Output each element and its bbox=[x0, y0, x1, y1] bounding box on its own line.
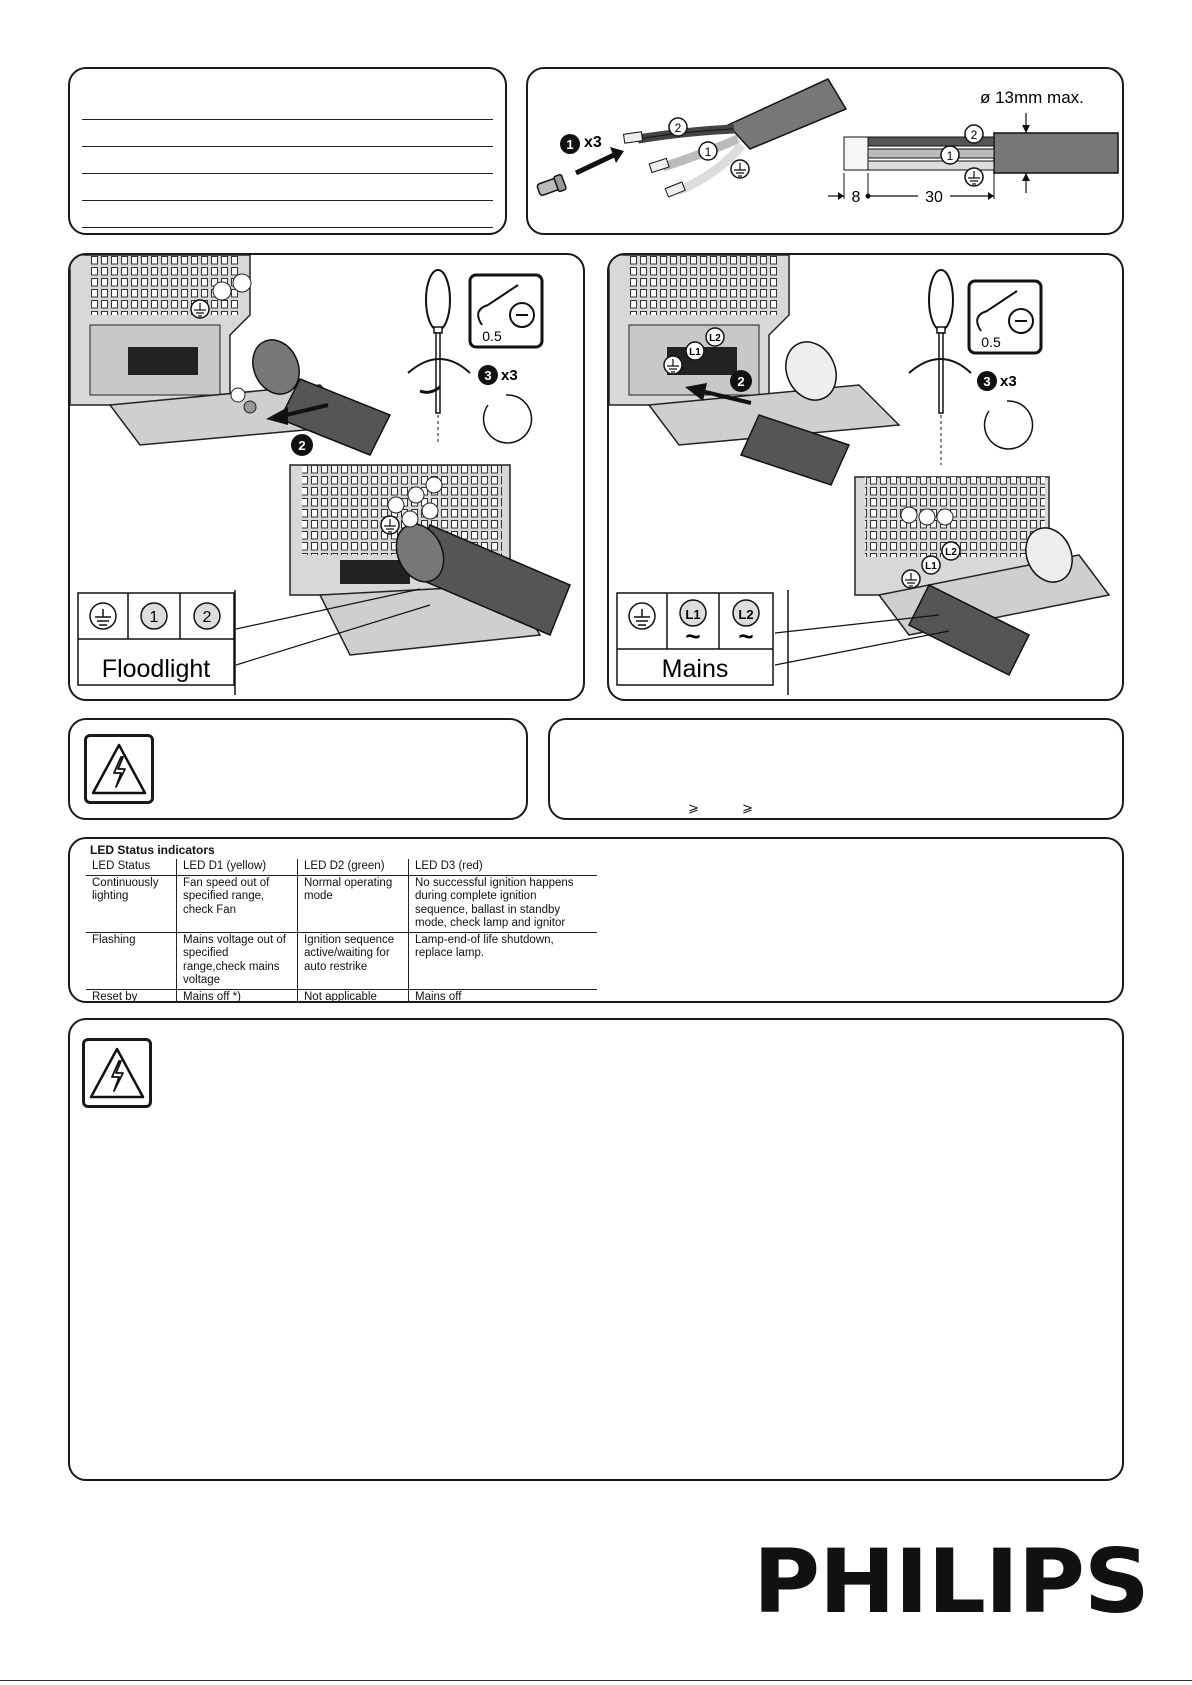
wire-label: 1 bbox=[705, 145, 712, 159]
earth-icon bbox=[190, 299, 210, 319]
terminal-l1: L1 bbox=[685, 607, 700, 622]
ac-symbol: ~ bbox=[738, 621, 753, 651]
page-footer-line bbox=[0, 1680, 1192, 1681]
table-cell: Flashing bbox=[86, 931, 177, 989]
header-cell: LED Status bbox=[86, 859, 177, 876]
note-line bbox=[82, 173, 493, 174]
earth-icon bbox=[95, 609, 111, 626]
header-cell: LED D3 (red) bbox=[408, 859, 597, 876]
rotate-icon bbox=[482, 394, 533, 444]
quantity-label: x3 bbox=[584, 134, 602, 151]
note-line bbox=[82, 200, 493, 201]
terminal-tag-l2: L2 bbox=[709, 333, 721, 344]
arrow-icon bbox=[574, 152, 616, 176]
earth-icon bbox=[901, 569, 921, 589]
safety-panel bbox=[68, 1018, 1124, 1481]
earth-icon bbox=[730, 159, 750, 179]
wire-stripping-panel: 1 x3 2 1 ø 13mm max. 2 1 bbox=[526, 67, 1124, 235]
note-line bbox=[82, 119, 493, 120]
earth-icon bbox=[380, 515, 400, 535]
sheath-length: 30 bbox=[925, 189, 943, 206]
terminal-legend: 1 2 Floodlight bbox=[77, 592, 235, 686]
table-row: Flashing Mains voltage out of specified … bbox=[86, 931, 597, 989]
tool-size: 0.5 bbox=[482, 328, 502, 344]
tool-box: 0.5 bbox=[468, 273, 544, 349]
table-cell: Ignition sequence active/waiting for aut… bbox=[297, 931, 409, 989]
wire-label: 1 bbox=[947, 149, 954, 163]
earth-icon bbox=[634, 609, 650, 626]
rotate-icon bbox=[983, 400, 1034, 450]
table-cell: Fan speed out of specified range, check … bbox=[176, 875, 298, 932]
philips-logo: PHILIPS bbox=[753, 1530, 1150, 1633]
step-number: 3 bbox=[983, 374, 990, 389]
conditions-panel: ⩾ ⩾ bbox=[548, 718, 1124, 820]
screwdriver-icon bbox=[928, 269, 954, 465]
terminal-legend: L1 ~ L2 ~ Mains bbox=[616, 592, 774, 686]
quantity-label: x3 bbox=[1000, 373, 1017, 390]
geq-symbol: ⩾ bbox=[742, 800, 753, 815]
ballast-housing bbox=[609, 255, 901, 446]
table-cell: Not applicable bbox=[297, 988, 409, 1001]
diameter-label: ø 13mm max. bbox=[980, 88, 1084, 107]
table-cell: Normal operating mode bbox=[297, 875, 409, 932]
header-cell: LED D1 (yellow) bbox=[176, 859, 298, 876]
mains-wiring-diagram: L1 L2 2 3 x3 0.5 bbox=[609, 255, 1111, 695]
quantity-label: x3 bbox=[501, 367, 518, 384]
note-line bbox=[82, 227, 493, 228]
terminal-tag-l2: L2 bbox=[945, 547, 957, 558]
step-badge bbox=[560, 134, 580, 154]
cable-sheath-stripped bbox=[993, 132, 1119, 174]
tool-size: 0.5 bbox=[981, 334, 1001, 350]
ballast-detail bbox=[854, 476, 1111, 677]
floodlight-label: Floodlight bbox=[102, 655, 210, 683]
ferrule-icon bbox=[536, 173, 567, 196]
terminal-tag-l1: L1 bbox=[925, 561, 937, 572]
earth-icon bbox=[964, 167, 984, 187]
mains-label: Mains bbox=[662, 655, 729, 683]
wire-stripping-diagram: 1 x3 2 1 ø 13mm max. 2 1 bbox=[536, 78, 1119, 206]
mains-wiring-panel: L1 L2 2 3 x3 0.5 bbox=[607, 253, 1124, 701]
table-cell: Lamp-end-of life shutdown, replace lamp. bbox=[408, 931, 597, 989]
tool-box: 0.5 bbox=[967, 279, 1043, 355]
table-row: Continuously lighting Fan speed out of s… bbox=[86, 875, 597, 932]
earth-icon bbox=[663, 355, 683, 375]
table-cell: Mains voltage out of specified range,che… bbox=[176, 931, 298, 989]
table-cell: No successful ignition happens during co… bbox=[408, 875, 597, 932]
warning-panel bbox=[68, 718, 528, 820]
ballast-detail bbox=[289, 464, 571, 656]
note-line bbox=[82, 146, 493, 147]
table-cell: Continuously lighting bbox=[92, 876, 159, 903]
ac-symbol: ~ bbox=[685, 621, 700, 651]
terminal-1: 1 bbox=[150, 609, 159, 626]
table-cell: Reset by bbox=[86, 988, 177, 1001]
table-cell: Mains off bbox=[408, 988, 597, 1001]
step-number: 1 bbox=[566, 137, 573, 152]
step-number: 3 bbox=[484, 368, 491, 383]
header-cell: LED D2 (green) bbox=[297, 859, 409, 876]
floodlight-wiring-panel: 2 3 x3 0.5 bbox=[68, 253, 585, 701]
geq-symbol: ⩾ bbox=[688, 800, 699, 815]
cable-sheath bbox=[726, 78, 848, 150]
table-cell: Mains off *) bbox=[176, 988, 298, 1001]
cable-gland bbox=[252, 339, 392, 456]
high-voltage-warning-icon bbox=[82, 1038, 152, 1108]
screwdriver-icon bbox=[425, 269, 451, 445]
led-status-title: LED Status indicators bbox=[90, 843, 215, 857]
table-row: Reset by Mains off *) Not applicable Mai… bbox=[86, 988, 597, 1001]
notes-panel bbox=[68, 67, 507, 235]
mains-cable bbox=[739, 414, 851, 486]
terminal-2: 2 bbox=[203, 609, 212, 626]
terminal-tag-l1: L1 bbox=[689, 347, 701, 358]
strip-length: 8 bbox=[852, 189, 861, 206]
high-voltage-warning-icon bbox=[84, 734, 154, 804]
terminal-l2: L2 bbox=[738, 607, 753, 622]
wire-label: 2 bbox=[971, 128, 978, 142]
step-number: 2 bbox=[737, 374, 744, 389]
led-status-panel: LED Status indicators LED Status LED D1 … bbox=[68, 837, 1124, 1003]
led-status-table: LED Status LED D1 (yellow) LED D2 (green… bbox=[86, 859, 597, 1001]
step-number: 2 bbox=[298, 438, 305, 453]
wire-label: 2 bbox=[675, 121, 682, 135]
table-header: LED Status LED D1 (yellow) LED D2 (green… bbox=[86, 859, 597, 876]
floodlight-wiring-diagram: 2 3 x3 0.5 bbox=[70, 255, 571, 695]
